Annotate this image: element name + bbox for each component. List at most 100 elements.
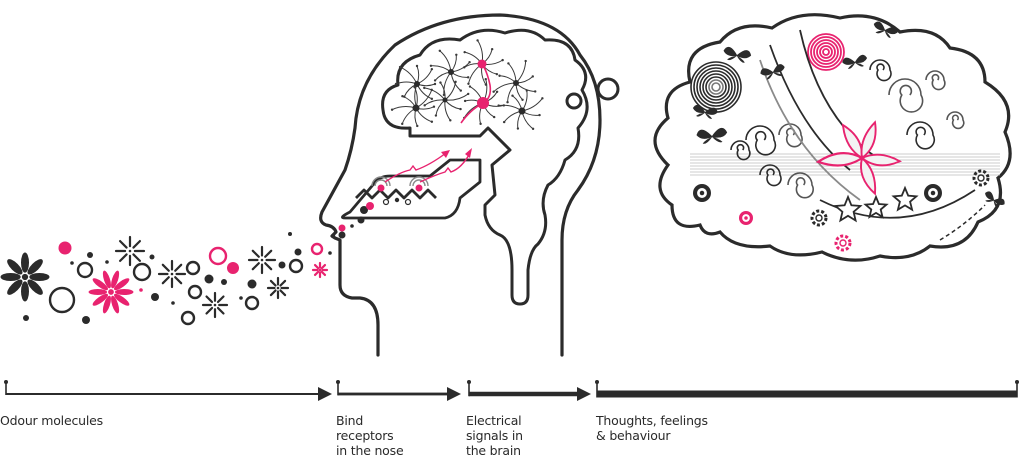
dendrite [444,99,461,110]
butterfly-wing [993,200,998,208]
neuron-signal-path [460,66,492,124]
spark-ray [269,279,277,287]
dendrite-tip [398,65,402,69]
segment-start-dot [595,380,599,384]
dot-molecule [139,288,143,292]
petal [7,279,23,295]
butterfly [985,191,1005,208]
receptor-bound-molecule [377,184,385,192]
dendrite-tip [439,81,442,84]
neuron [448,69,454,75]
dendrite-tip [416,124,419,128]
ring-molecule [187,284,203,300]
dot-molecule [151,293,159,301]
dot-molecule [338,224,346,232]
dendrite-tip [498,74,501,77]
dendrite-tip [463,50,466,54]
dot-molecule [149,254,155,260]
neuron-network [390,39,544,131]
signal-path-2 [419,152,471,183]
petal [0,273,21,281]
gear-shape [810,209,828,227]
timeline-segment-thoughts [595,380,1019,398]
dendrite-tip [484,77,487,81]
swirl [888,78,924,113]
flower-center [21,273,29,281]
petal [111,295,120,314]
butterfly-wing [766,72,774,80]
lily-petal [860,156,877,196]
ring-molecule [180,310,196,326]
dendrite-tip [415,64,419,68]
spark-ray [161,276,170,285]
spark-ray [174,276,183,285]
petal [114,289,134,295]
dot-molecule [87,252,93,258]
flower-molecule [0,252,50,302]
head-profile [319,13,602,357]
spark-ray [320,263,327,270]
dendrite [515,61,527,84]
dendrite-tip [531,127,535,131]
butterfly-wing [993,198,1005,205]
swirl [745,125,777,156]
butterfly-wing [696,129,713,139]
dendrite-tip [468,85,472,88]
lily-flower [815,120,902,196]
petal [29,273,50,281]
butterfly [696,128,728,144]
dendrite-tip [541,97,544,100]
dendrite-tip [495,90,499,94]
dendrite-tip [463,99,467,103]
butterfly-wing [696,112,705,117]
dendrite-tip [454,80,457,84]
dendrite-tip [434,114,438,117]
dendrite-tip [476,39,479,42]
small-target-core [699,190,705,196]
ring-molecule [132,262,152,282]
dendrite-tip [463,66,466,69]
spark-ray [264,249,273,258]
target-ring [705,76,727,98]
dendrite-tip [525,89,528,92]
dot-molecule [204,274,214,284]
dendrite-tip [538,113,541,117]
target-ring [699,70,733,104]
dot-molecule [105,260,109,264]
spark-ray [205,295,214,304]
spark-center [260,258,264,262]
petal [113,278,130,291]
butterfly-wing [873,21,885,31]
signal-arrowhead-1 [441,150,450,158]
dendrite-tip [413,85,416,89]
petal [102,270,111,289]
lily-center [859,155,865,161]
dot-molecule [70,261,74,265]
spark-center [318,268,322,272]
dendrite-tip [401,122,404,126]
swirl [759,164,782,187]
swirl [906,121,936,150]
head-outline [319,13,602,357]
spark-molecule [247,245,277,275]
small-target-core [744,216,748,220]
segment-bar [469,391,577,397]
spark-center [213,303,217,307]
receptor-bound-molecule [415,184,423,192]
lily-petal [860,120,877,160]
spark-ray [251,262,260,271]
spark-ray [132,240,141,249]
thought-dot-small [565,92,583,110]
gear-shape [834,234,852,252]
dendrite-tip [492,115,496,119]
target-ring [696,67,736,107]
dendrite [430,65,452,73]
small-target-core [930,190,936,196]
butterfly-wing [884,27,898,35]
dendrite-tip [506,101,509,104]
butterfly-wing [712,128,728,138]
active-neuron [477,59,487,69]
dendrite-tip [455,53,458,57]
thought-cloud [653,13,1012,262]
